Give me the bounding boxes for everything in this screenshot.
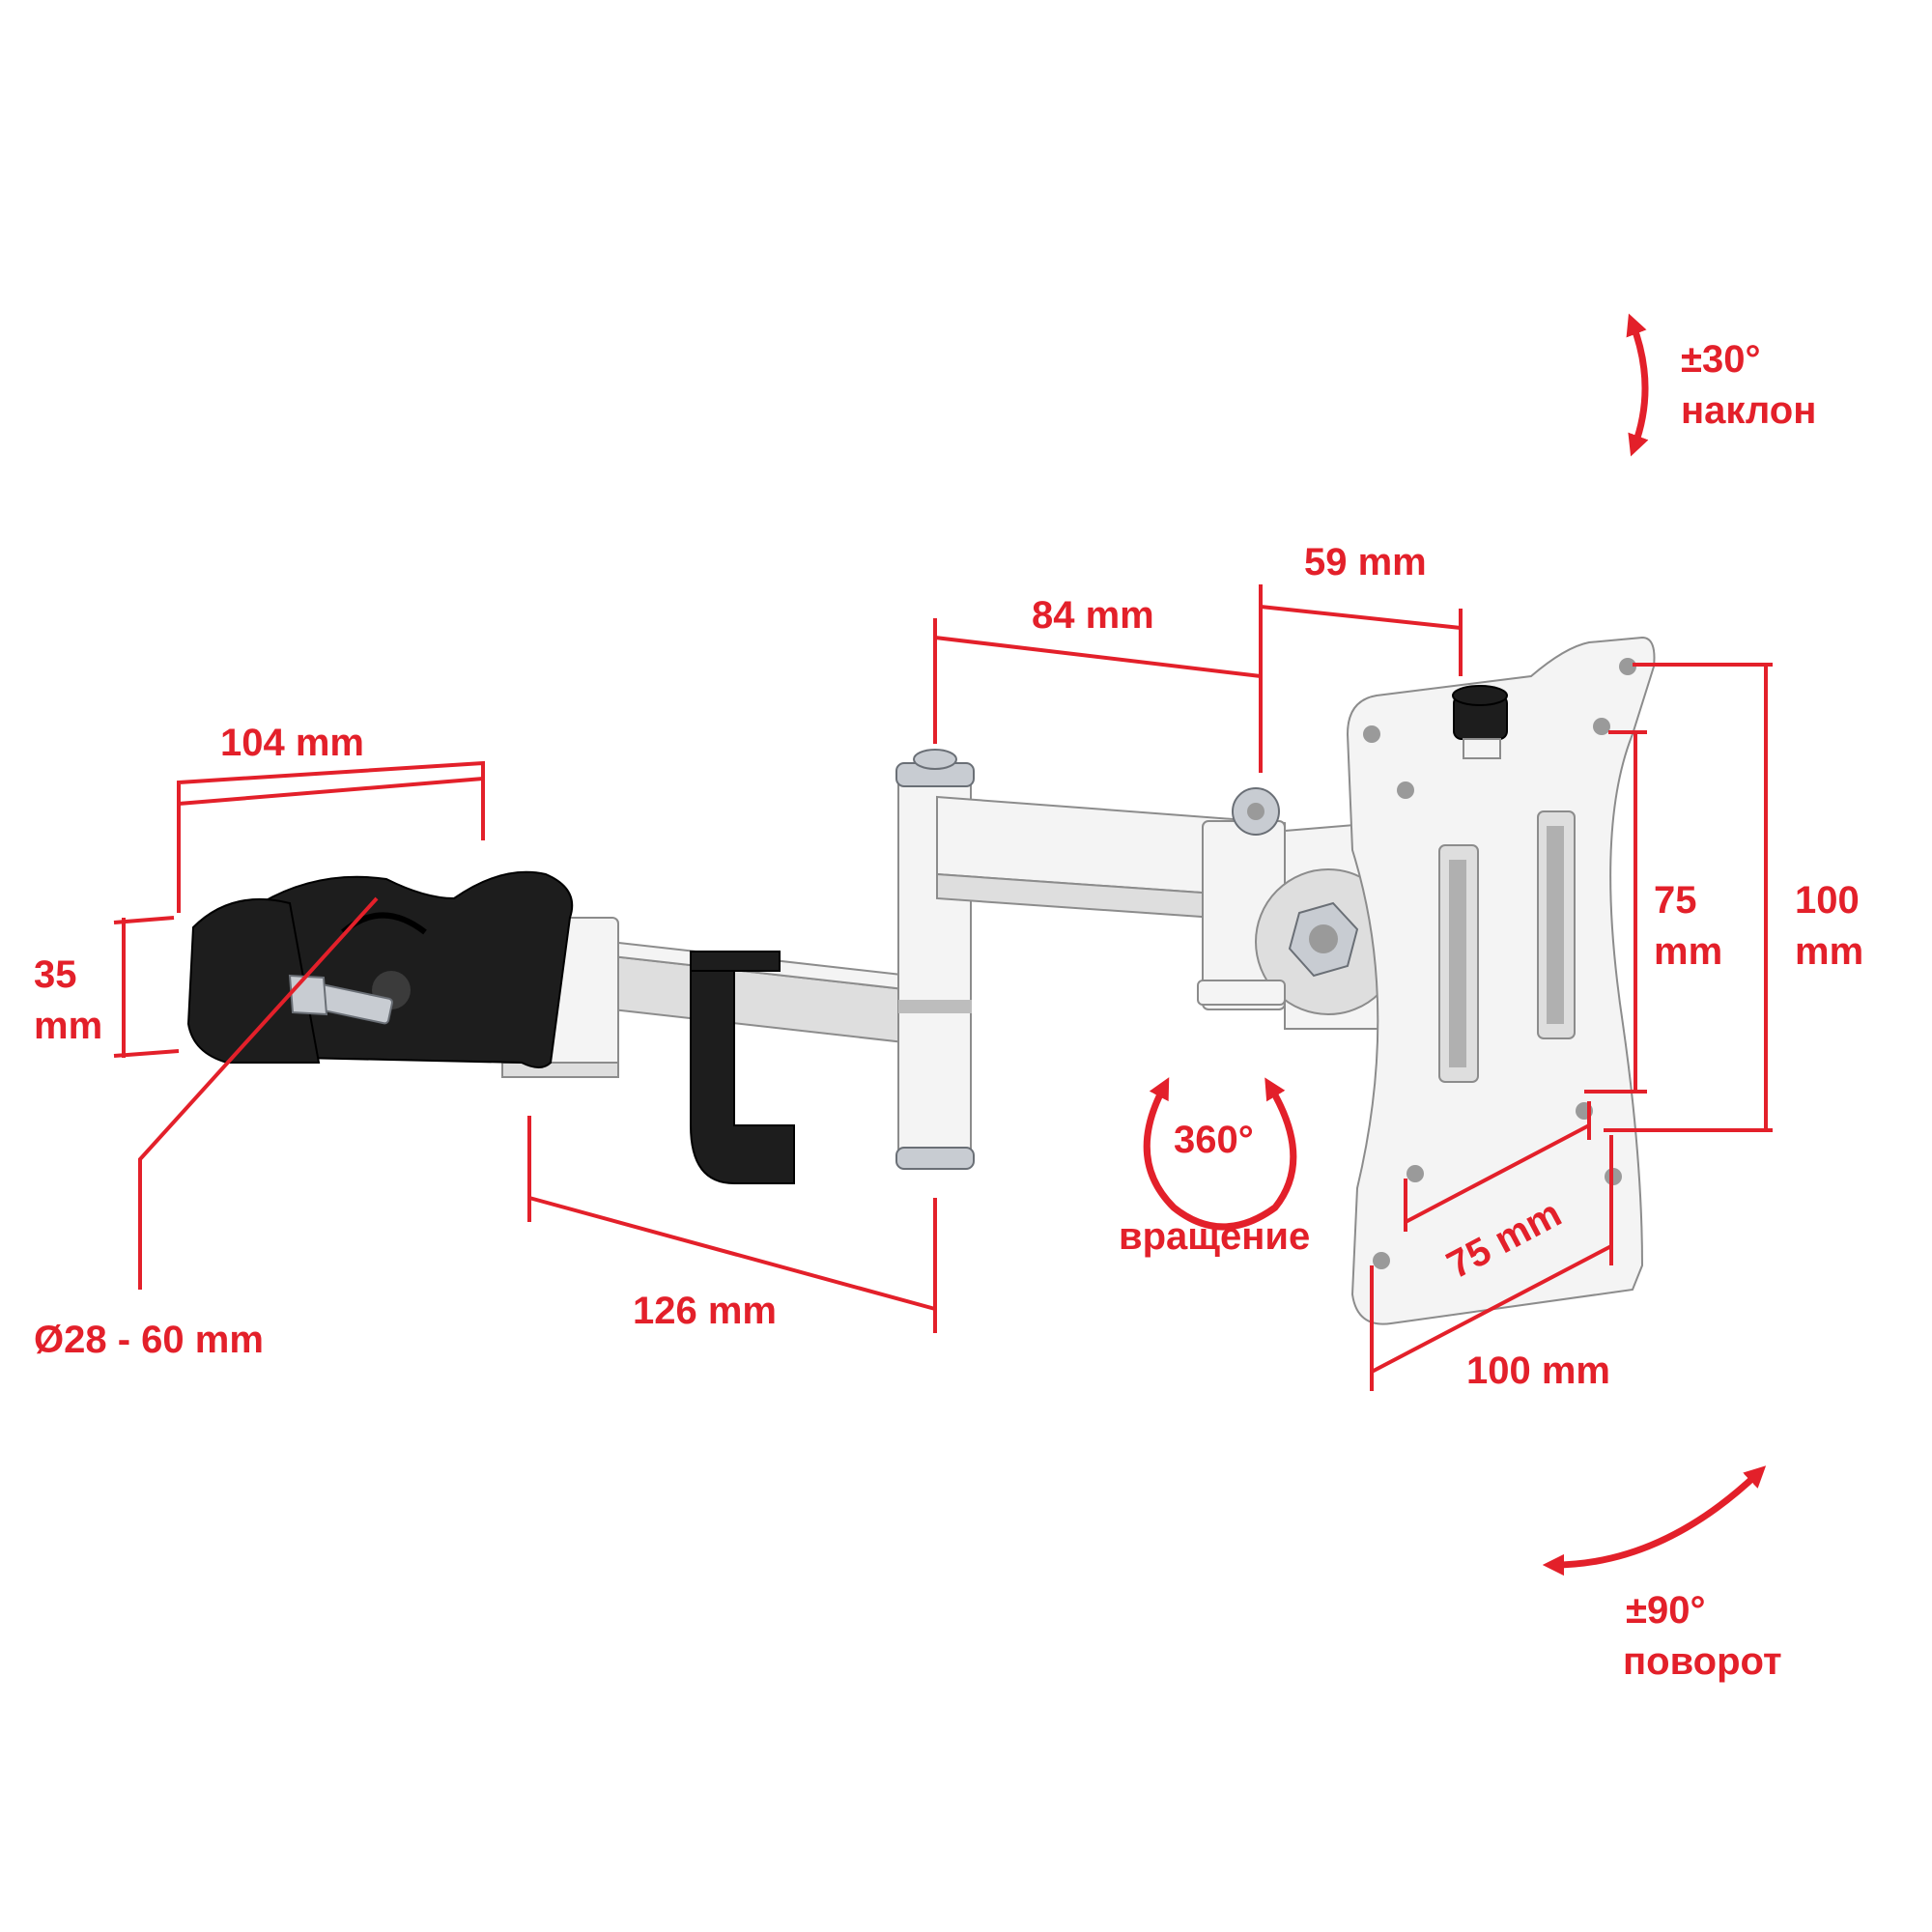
pole-clamp	[186, 870, 574, 1068]
vesa-vertical-inner-unit: mm	[1654, 930, 1722, 973]
arm1-length-label: 126 mm	[633, 1290, 777, 1332]
vesa-plate	[1346, 636, 1656, 1325]
vesa-horizontal-outer-label: 100 mm	[1466, 1350, 1610, 1392]
swivel-angle-label: ±90°	[1626, 1589, 1705, 1632]
rotation-icon	[1143, 1077, 1297, 1231]
clamp-height-unit: mm	[34, 1005, 102, 1047]
rotation-angle-label: 360°	[1174, 1119, 1254, 1161]
second-arm	[936, 787, 1286, 1010]
swivel-icon	[1542, 1465, 1767, 1577]
tilt-angle-label: ±30°	[1681, 338, 1760, 381]
monitor-arm-product	[186, 636, 1656, 1325]
vesa-vertical-inner-value: 75	[1654, 879, 1697, 922]
arm2-length-label: 84 mm	[1032, 594, 1154, 637]
dimension-lines	[113, 584, 1773, 1391]
head-depth-label: 59 mm	[1304, 541, 1427, 583]
pole-diameter-label: Ø28 - 60 mm	[34, 1319, 264, 1361]
cable-hook	[690, 951, 795, 1184]
tilt-icon	[1626, 313, 1649, 457]
rotation-text-label: вращение	[1119, 1215, 1310, 1258]
clamp-width-label: 104 mm	[220, 722, 364, 764]
swivel-text-label: поворот	[1623, 1640, 1782, 1683]
tilt-text-label: наклон	[1681, 389, 1816, 432]
vesa-vertical-outer-value: 100	[1795, 879, 1860, 922]
vesa-vertical-outer-unit: mm	[1795, 930, 1863, 973]
tension-knob	[1452, 685, 1508, 759]
clamp-height-value: 35	[34, 953, 77, 996]
